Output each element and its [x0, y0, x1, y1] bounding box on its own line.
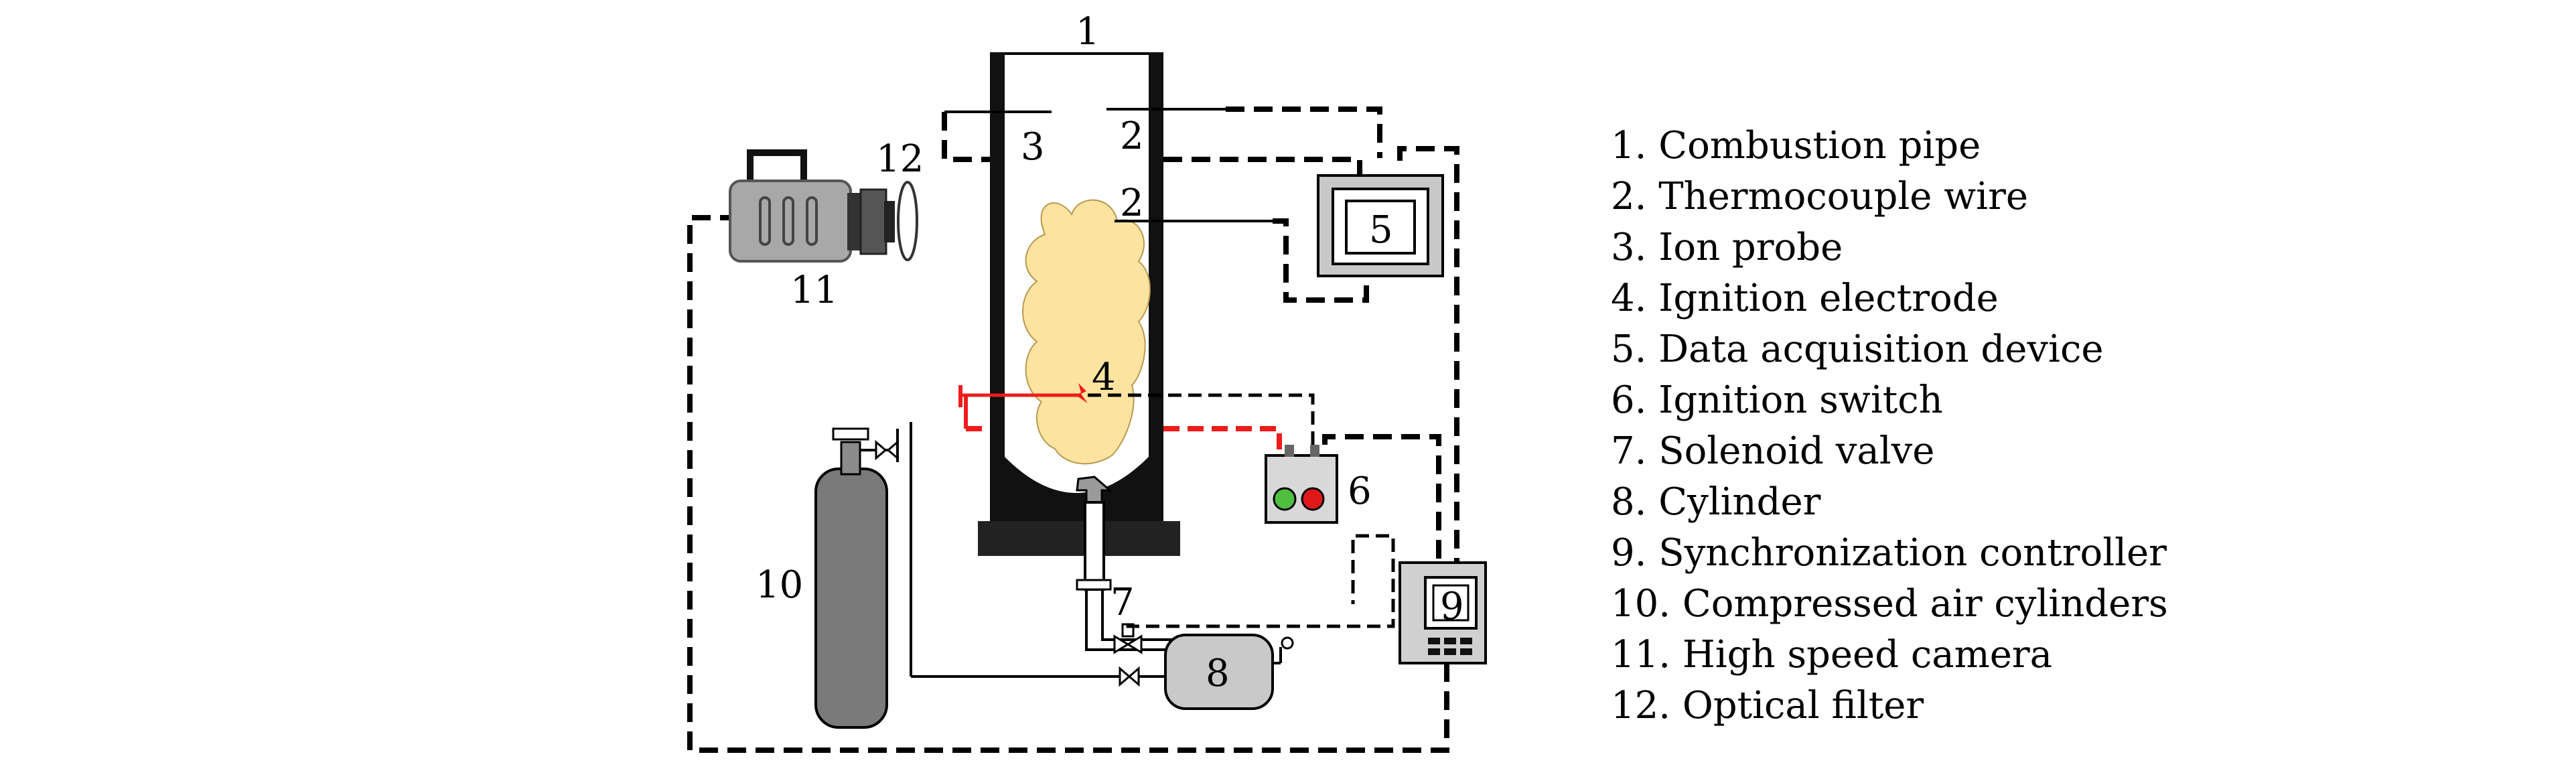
- callout-2-lower: 2: [1120, 182, 1144, 225]
- ignition-switch: [1265, 445, 1338, 524]
- thermocouple-lower: [1115, 218, 1369, 303]
- legend-item: 11. High speed camera: [1611, 633, 2052, 677]
- callout-2-upper: 2: [1120, 115, 1144, 158]
- sync-to-daq-wire: [1397, 146, 1459, 563]
- legend-item: 8. Cylinder: [1611, 480, 1821, 524]
- camera-trigger-wire: [687, 215, 1449, 753]
- flame-shape: [1022, 199, 1151, 465]
- compressed-air-cylinder: [814, 422, 1165, 729]
- data-acquisition-device: [1317, 174, 1444, 277]
- callout-7: 7: [1111, 581, 1135, 624]
- high-speed-camera: [729, 149, 895, 263]
- legend-item: 12. Optical filter: [1611, 684, 1924, 727]
- callout-3: 3: [1021, 125, 1045, 169]
- callout-8: 8: [1206, 652, 1230, 695]
- legend-item: 4. Ignition electrode: [1611, 277, 1999, 320]
- callout-4: 4: [1092, 356, 1116, 399]
- ignition-electrode: [958, 383, 1282, 450]
- callout-9: 9: [1440, 585, 1464, 628]
- callout-10: 10: [756, 563, 803, 607]
- component-legend: 1. Combustion pipe 2. Thermocouple wire …: [1611, 121, 2168, 731]
- combustion-pipe: [978, 52, 1180, 556]
- callout-12: 12: [876, 137, 924, 181]
- switch-to-controller-wire: [1322, 434, 1441, 563]
- legend-item: 7. Solenoid valve: [1611, 429, 1935, 473]
- callout-11: 11: [790, 269, 838, 312]
- optical-filter-lens: [897, 181, 918, 261]
- legend-item: 2. Thermocouple wire: [1611, 175, 2028, 218]
- ignition-signal-wire: [1088, 393, 1315, 455]
- legend-item: 10. Compressed air cylinders: [1611, 582, 2168, 626]
- legend-item: 6. Ignition switch: [1611, 378, 1943, 422]
- legend-item: 9. Synchronization controller: [1611, 531, 2167, 575]
- callout-1: 1: [1076, 10, 1100, 54]
- legend-item: 5. Data acquisition device: [1611, 328, 2104, 371]
- legend-item: 1. Combustion pipe: [1611, 124, 1981, 167]
- thermocouple-upper: [1106, 106, 1382, 175]
- callout-5: 5: [1369, 208, 1393, 252]
- callout-6: 6: [1348, 470, 1372, 513]
- valve-control-wire: [1126, 534, 1395, 628]
- synchronization-controller: [1399, 561, 1487, 664]
- ion-probe-wiring: [942, 111, 1052, 162]
- gas-inlet: [1076, 476, 1179, 651]
- cylinder-8: [1164, 634, 1294, 710]
- legend-item: 3. Ion probe: [1611, 226, 1843, 269]
